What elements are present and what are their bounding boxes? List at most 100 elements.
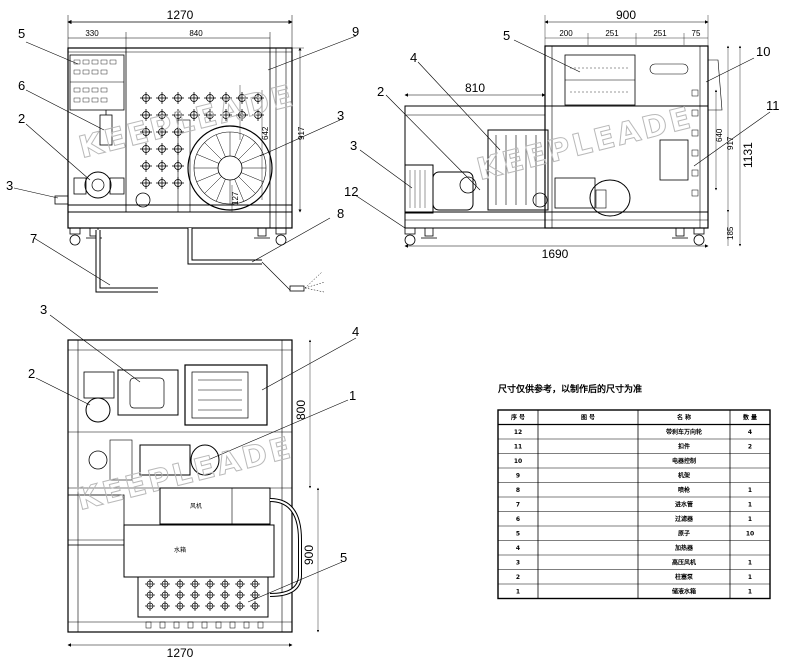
nozzle-top	[250, 601, 260, 611]
nozzle-top	[190, 579, 200, 589]
nozzle-top	[175, 579, 185, 589]
dim-top-900: 900	[302, 545, 316, 565]
nozzle-top	[235, 601, 245, 611]
dim-side-1690: 1690	[542, 247, 569, 261]
callout-3: 3	[6, 178, 13, 193]
dim-left-section: 330	[85, 29, 99, 38]
fan-blade	[234, 134, 245, 158]
fan-blade	[234, 178, 245, 202]
nozzle	[220, 92, 232, 104]
side-callout-12: 12	[344, 184, 358, 199]
bom-cell: 进水管	[675, 500, 693, 508]
nozzle	[140, 126, 152, 138]
bom-cell: 1	[748, 559, 752, 566]
nozzle-top	[220, 590, 230, 600]
nozzle-top	[250, 579, 260, 589]
side-callout-3: 3	[350, 138, 357, 153]
nozzle	[140, 177, 152, 189]
watermark-1: KEEPLEADE	[75, 78, 298, 166]
nozzle-top	[160, 590, 170, 600]
fan-blade	[204, 176, 222, 194]
side-callout-4: 4	[410, 50, 417, 65]
nozzle	[156, 160, 168, 172]
nozzle	[156, 109, 168, 121]
bom-cell: 2	[516, 574, 520, 581]
fan-blade	[215, 178, 226, 202]
watermark-3: KEEPLEADE	[73, 430, 296, 518]
fan-blade	[238, 142, 256, 160]
bom-cell: 带刹车万向轮	[666, 428, 702, 436]
nozzle	[140, 143, 152, 155]
bom-cell: 机架	[678, 471, 690, 479]
fan-blade	[196, 172, 220, 183]
bom-cell: 2	[748, 443, 752, 450]
side-callout-10: 10	[756, 44, 770, 59]
nozzle-top	[205, 590, 215, 600]
fan-blade	[204, 142, 222, 160]
bom-cell: 加热器	[674, 544, 694, 552]
nozzle-top	[160, 579, 170, 589]
nozzle-top	[235, 590, 245, 600]
bom-header: 图 号	[581, 413, 595, 421]
nozzle	[204, 92, 216, 104]
nozzle	[236, 92, 248, 104]
dim-base-height: 127	[231, 191, 240, 205]
bom-cell: 10	[746, 530, 754, 537]
nozzle-stub	[201, 621, 208, 629]
nozzle	[172, 109, 184, 121]
bom-note: 尺寸仅供参考，以制作后的尺寸为准	[498, 383, 642, 395]
callout-7: 7	[30, 231, 37, 246]
nozzle	[236, 109, 248, 121]
nozzle-top	[190, 601, 200, 611]
top-callout-5: 5	[340, 550, 347, 565]
nozzle-stub	[229, 621, 236, 629]
bom-cell: 12	[514, 429, 522, 436]
nozzle-top	[175, 601, 185, 611]
bom-cell: 电器控制	[672, 457, 696, 465]
side-callout-11: 11	[766, 98, 780, 113]
nozzle	[156, 92, 168, 104]
bom-cell: 1	[748, 487, 752, 494]
nozzle	[156, 126, 168, 138]
fan-blade	[240, 172, 264, 183]
top-callout-4: 4	[352, 324, 359, 339]
bom-cell: 1	[748, 501, 752, 508]
nozzle-top	[145, 579, 155, 589]
bom-cell: 4	[748, 429, 752, 436]
dim-side-185: 185	[726, 226, 735, 240]
fan-blade	[240, 153, 264, 164]
nozzle	[156, 177, 168, 189]
nozzle-top	[250, 590, 260, 600]
bom-cell: 喷枪	[678, 486, 690, 494]
nozzle	[140, 109, 152, 121]
dim-top-800: 800	[294, 400, 308, 420]
side-view-labels: 900 200 251 251 75 810 640 917 1131 185 …	[344, 8, 780, 261]
bom-cell: 6	[516, 516, 520, 523]
nozzle-stub	[187, 621, 194, 629]
nozzle	[188, 109, 200, 121]
dim-right-section: 840	[189, 29, 203, 38]
box-tank-label: 水箱	[174, 546, 186, 554]
dim-side-75: 75	[692, 29, 701, 38]
nozzle	[156, 143, 168, 155]
fan-blade	[215, 134, 226, 158]
bom-cell: 11	[514, 443, 522, 450]
nozzle-top	[220, 601, 230, 611]
top-callout-2: 2	[28, 366, 35, 381]
dim-total-width: 1270	[167, 8, 194, 22]
dim-side-917: 917	[726, 136, 735, 150]
fan-blade	[238, 176, 256, 194]
callout-5: 5	[18, 26, 25, 41]
watermarks: KEEPLEADE KEEPLEADE KEEPLEADE	[73, 78, 697, 519]
nozzle-top	[145, 601, 155, 611]
dim-side-640: 640	[715, 128, 724, 142]
nozzle-top	[235, 579, 245, 589]
box-fan-label: 风机	[190, 502, 202, 510]
nozzle-top	[190, 590, 200, 600]
bom-cell: 柱塞泵	[675, 573, 694, 581]
bom-cell: 7	[516, 501, 520, 508]
callout-3b: 3	[337, 108, 344, 123]
callout-9: 9	[352, 24, 359, 39]
front-view	[13, 15, 357, 293]
